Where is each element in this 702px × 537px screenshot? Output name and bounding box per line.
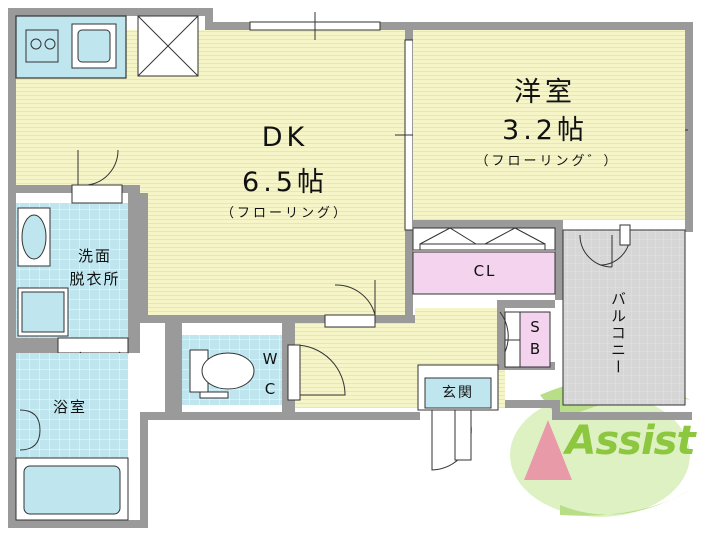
bathtub-icon: [23, 465, 121, 515]
bath-floor: [16, 353, 128, 458]
wc-label-2: C: [264, 380, 278, 398]
washer-icon: [17, 287, 69, 337]
western-name: 洋室: [514, 77, 576, 108]
entrance-label: 玄関: [442, 385, 474, 401]
logo-triangle: [524, 420, 572, 480]
dk-name: DK: [261, 122, 309, 153]
storage-label-2: B: [529, 340, 543, 358]
storage-label-1: S: [530, 318, 542, 336]
dk-size: 6.5帖: [242, 167, 328, 198]
western-floor: [413, 30, 685, 220]
balcony-label: バルコニー: [609, 290, 627, 376]
balcony-floor: [562, 229, 686, 406]
washroom-label-2: 脱衣所: [69, 270, 121, 288]
closet-label: CL: [473, 262, 497, 280]
toilet-icon: [189, 349, 255, 399]
storage: [519, 311, 551, 368]
logo-text: Assist: [565, 418, 695, 464]
bath-label: 浴室: [52, 398, 87, 416]
dk-floor-type: （フローリング）: [220, 206, 349, 221]
kitchen-counter: [15, 15, 199, 79]
wc-label-1: W: [262, 350, 280, 368]
washbasin-icon: [17, 207, 51, 267]
western-floor-type: （フローリング゛）: [475, 154, 620, 169]
closet: [412, 227, 556, 295]
washroom-label-1: 洗面: [77, 247, 112, 265]
western-size: 3.2帖: [502, 115, 588, 146]
